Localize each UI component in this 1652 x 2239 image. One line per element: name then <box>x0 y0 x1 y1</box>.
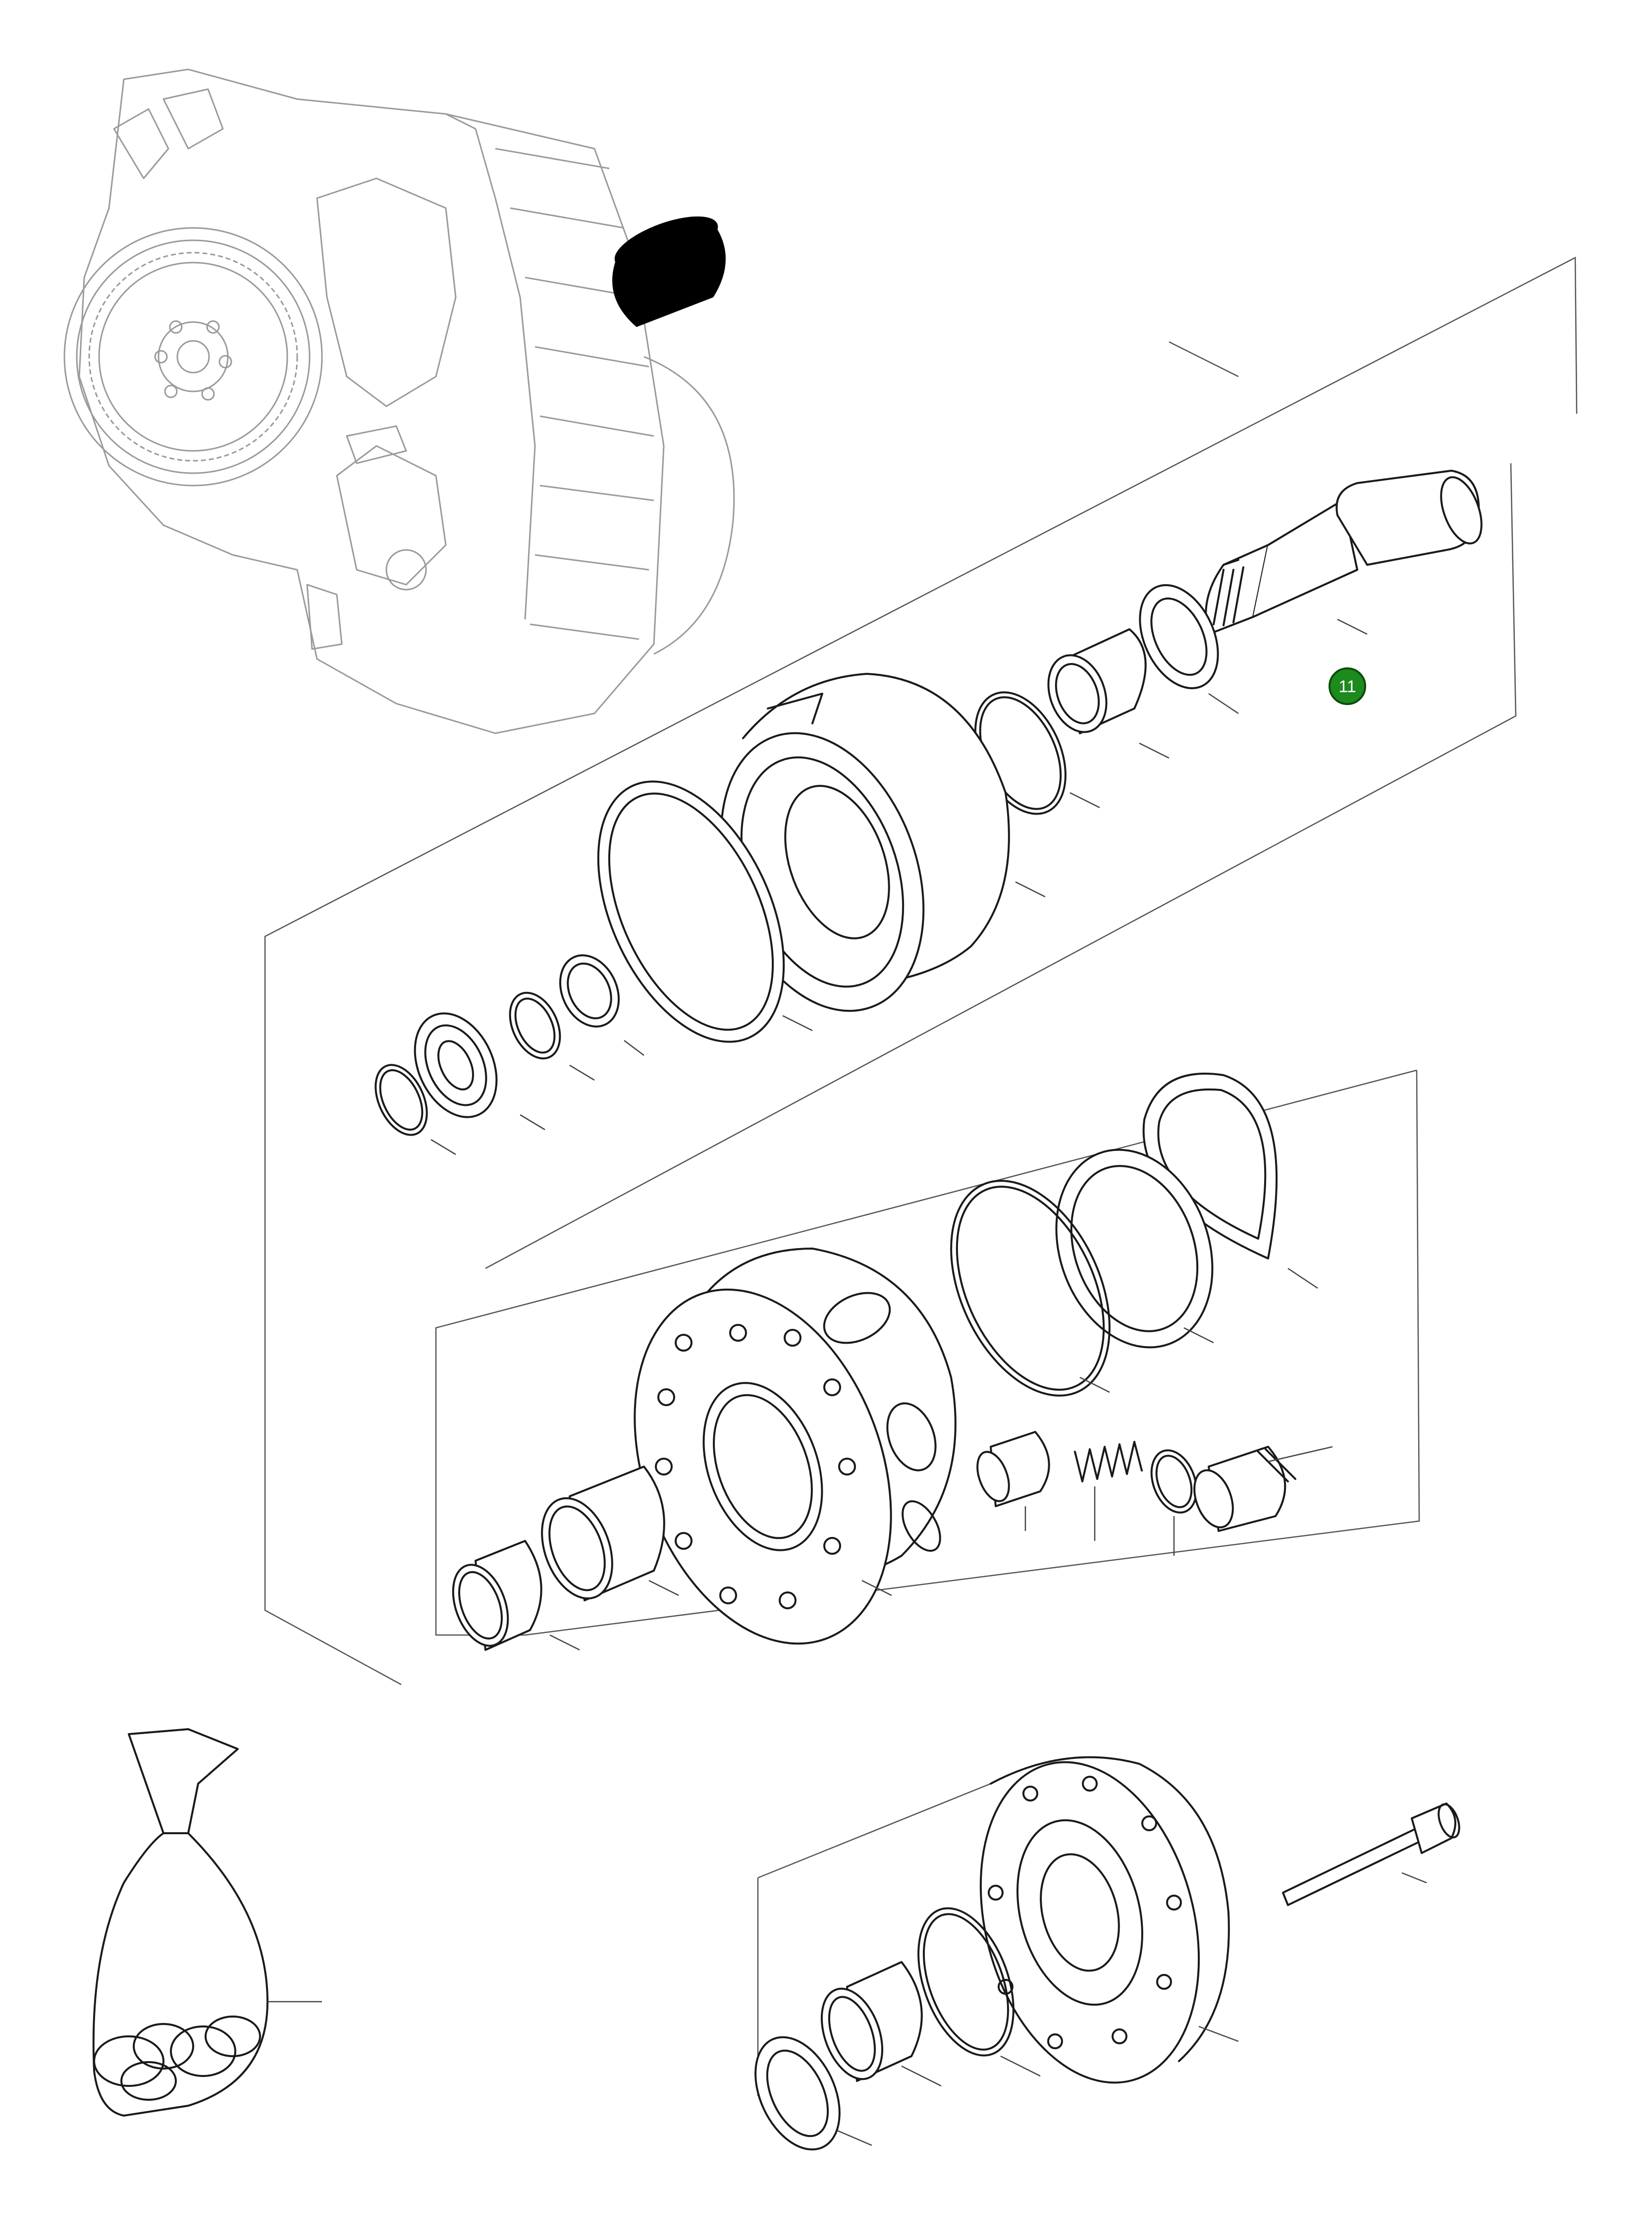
cap-screw <box>1282 1802 1460 1906</box>
needle-bearing-lower <box>820 1961 923 2082</box>
snap-ring <box>374 1064 428 1136</box>
gear-carrier <box>634 1248 957 1645</box>
screw-plug <box>1193 1446 1296 1532</box>
bushing-large <box>541 1466 665 1601</box>
compression-spring <box>1074 1441 1143 1482</box>
bushing-small <box>452 1540 542 1651</box>
pump-cover <box>979 1756 1230 2084</box>
o-ring-middle <box>950 1180 1111 1397</box>
plate-ring <box>1055 1148 1214 1349</box>
ball-bearing <box>414 1012 498 1118</box>
seal-kit-bag <box>92 1728 322 2117</box>
callout-label: 11 <box>1338 677 1356 696</box>
callout-badge <box>1329 667 1366 705</box>
transmission-housing-reference <box>63 68 735 734</box>
large-seal-ring <box>597 780 785 1043</box>
input-shaft <box>1205 470 1483 635</box>
thrust-washer <box>1139 584 1219 689</box>
highlighted-location-marker <box>612 216 726 327</box>
group-frame-upper <box>264 256 1578 1686</box>
leader-lines <box>430 618 1427 2146</box>
thrust-washer-lower <box>754 2036 841 2151</box>
o-ring-plug <box>1150 1449 1198 1514</box>
part-callout-11[interactable]: 11 <box>1329 667 1366 705</box>
o-ring-lower <box>917 1907 1014 2057</box>
seal-bushing <box>559 954 620 1028</box>
o-ring-small <box>509 991 561 1060</box>
needle-bearing-upper <box>1047 628 1147 734</box>
valve-piston <box>976 1431 1050 1507</box>
